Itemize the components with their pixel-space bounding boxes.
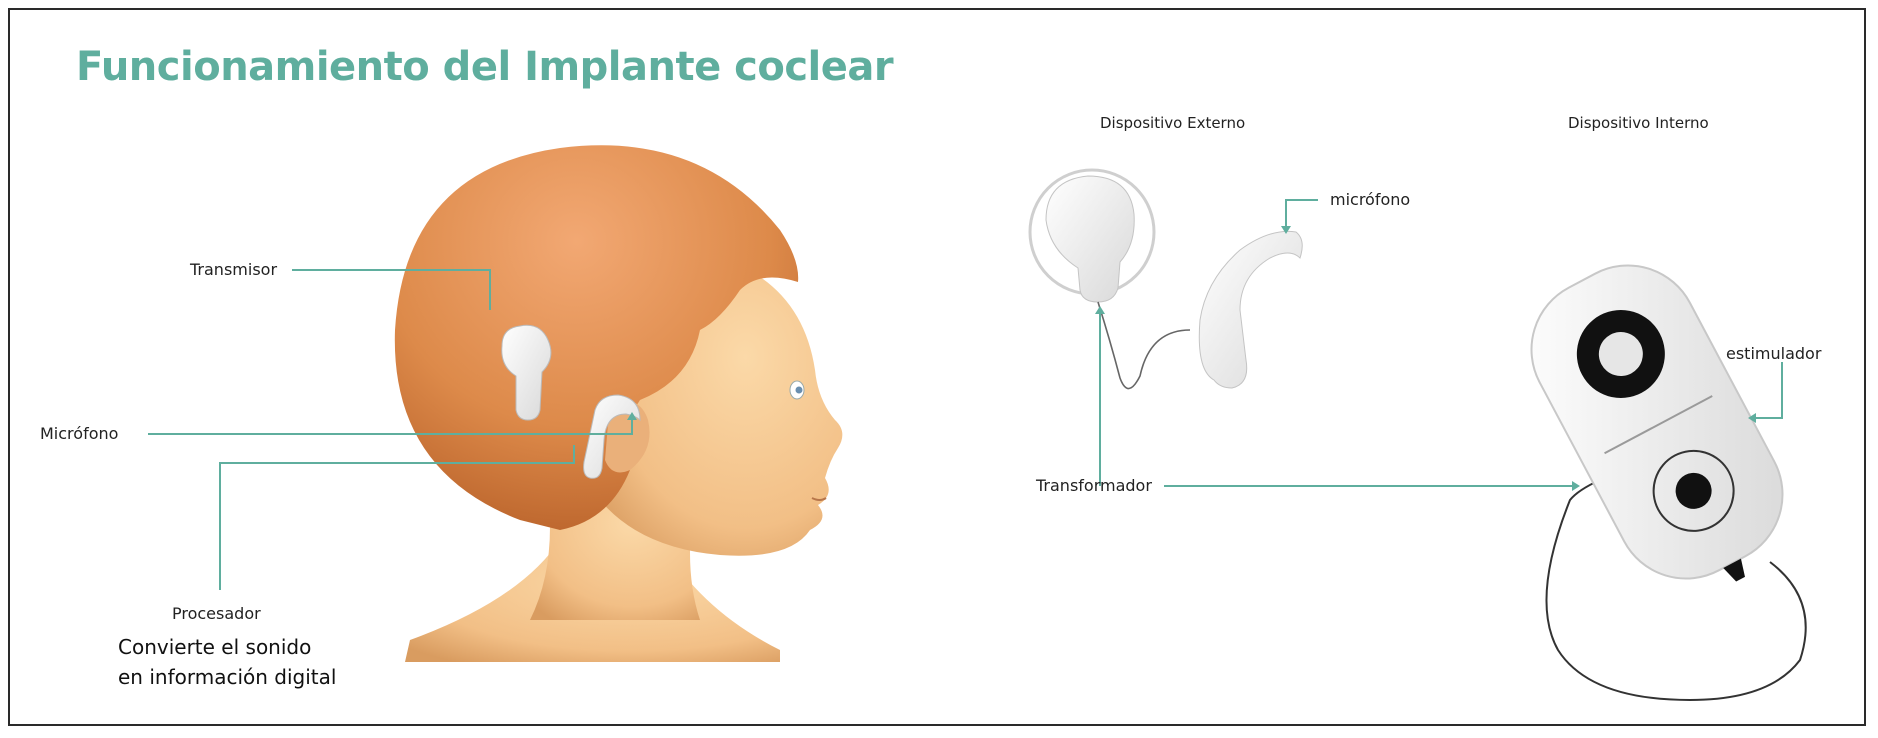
external-device — [1030, 170, 1302, 389]
estimulador-line — [1754, 362, 1782, 418]
label-procesador: Procesador — [172, 604, 261, 623]
label-transformador: Transformador — [1036, 476, 1152, 495]
label-microfono: Micrófono — [40, 424, 118, 443]
head-illustration — [395, 145, 843, 662]
procesador-description-line2: en información digital — [118, 662, 336, 692]
label-dispositivo-externo: Dispositivo Externo — [1100, 114, 1245, 132]
label-estimulador: estimulador — [1726, 344, 1821, 363]
speech-processor — [1199, 231, 1302, 388]
stimulator-body — [1507, 241, 1807, 603]
internal-device — [1507, 241, 1816, 700]
transmitter-cable — [1098, 302, 1190, 389]
label-microfono-externo: micrófono — [1330, 190, 1410, 209]
label-transmisor: Transmisor — [190, 260, 277, 279]
microfono-r-line — [1286, 200, 1318, 228]
label-dispositivo-interno: Dispositivo Interno — [1568, 114, 1709, 132]
procesador-description-line1: Convierte el sonido — [118, 632, 311, 662]
